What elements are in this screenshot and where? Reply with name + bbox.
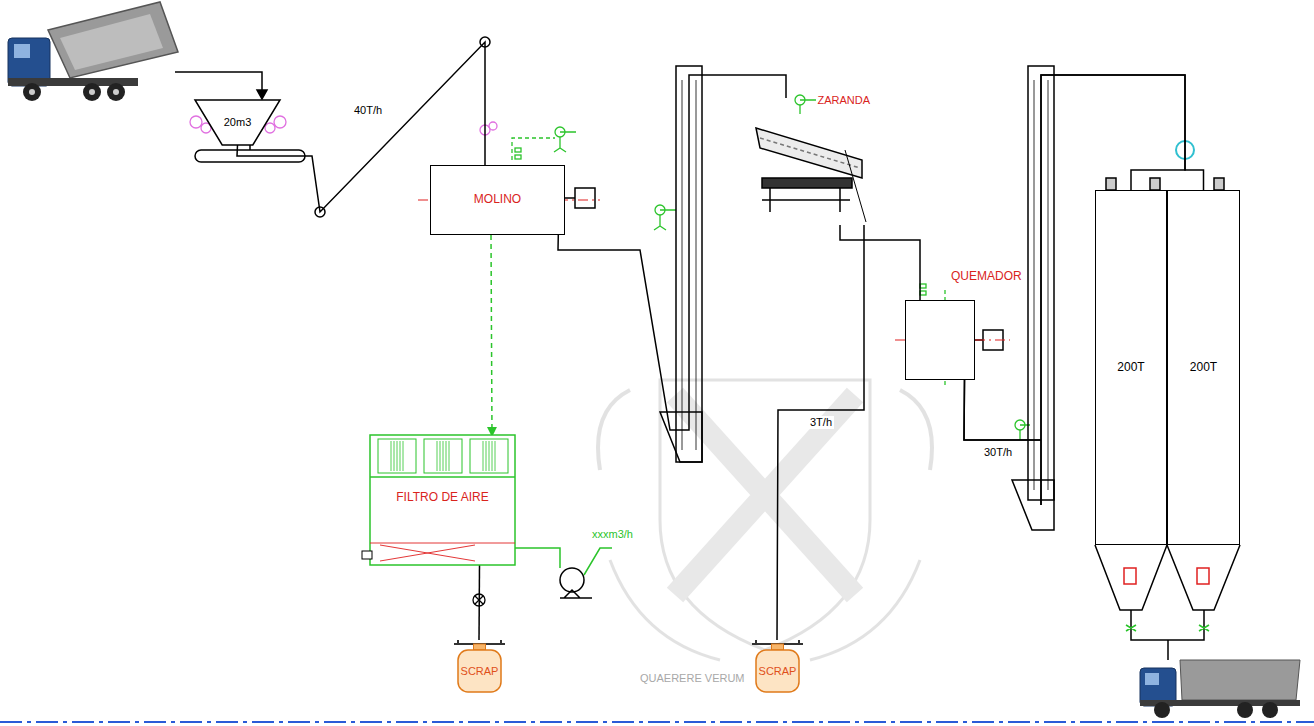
filter-fan: [515, 548, 612, 598]
feed-arrow: [175, 72, 267, 99]
scrap-bin: SCRAP: [452, 640, 507, 692]
connector: [478, 565, 480, 640]
flow-rate: 40T/h: [352, 104, 384, 117]
silo: 200T: [1167, 190, 1240, 545]
connector: [777, 225, 864, 640]
flow-rate: 30T/h: [982, 446, 1014, 459]
bucket-elevator: [1012, 66, 1054, 530]
flow-rate: xxxm3/h: [592, 528, 633, 541]
scrap-bin: SCRAP: [750, 640, 805, 692]
silo: 200T: [1095, 190, 1167, 545]
node-label: 20m3: [224, 116, 252, 129]
ground-line: [0, 721, 1314, 723]
node-label: QUEMADOR: [951, 270, 1022, 284]
dump-truck: [8, 2, 178, 101]
watermark-crest: [598, 380, 932, 660]
mill-motor: [565, 188, 595, 208]
hopper: 20m3: [195, 100, 280, 145]
connector: [558, 75, 786, 430]
node-label: MOLINO: [471, 193, 524, 207]
connector: [840, 225, 920, 300]
screen: ZARANDA: [750, 98, 870, 225]
node-label: 200T: [1117, 361, 1144, 375]
flow-rate: 3T/h: [808, 416, 834, 429]
air-filter: FILTRO DE AIRE: [370, 435, 515, 565]
node-label: SCRAP: [461, 665, 499, 678]
bucket-elevator: [660, 66, 702, 462]
connector: [491, 235, 492, 435]
node-label: ZARANDA: [817, 94, 870, 107]
watermark-text: QUAERERE VERUM: [640, 672, 745, 685]
node-label: FILTRO DE AIRE: [370, 491, 515, 505]
node-label: 200T: [1190, 361, 1217, 375]
vibrating-screen: [756, 128, 866, 222]
burner-box: QUEMADOR: [905, 300, 975, 380]
mill-box: MOLINO: [430, 165, 565, 235]
node-label: SCRAP: [759, 665, 797, 678]
instrument-symbol: [512, 95, 1030, 440]
dump-truck: [1140, 660, 1300, 718]
silo-cone: [1095, 178, 1240, 660]
